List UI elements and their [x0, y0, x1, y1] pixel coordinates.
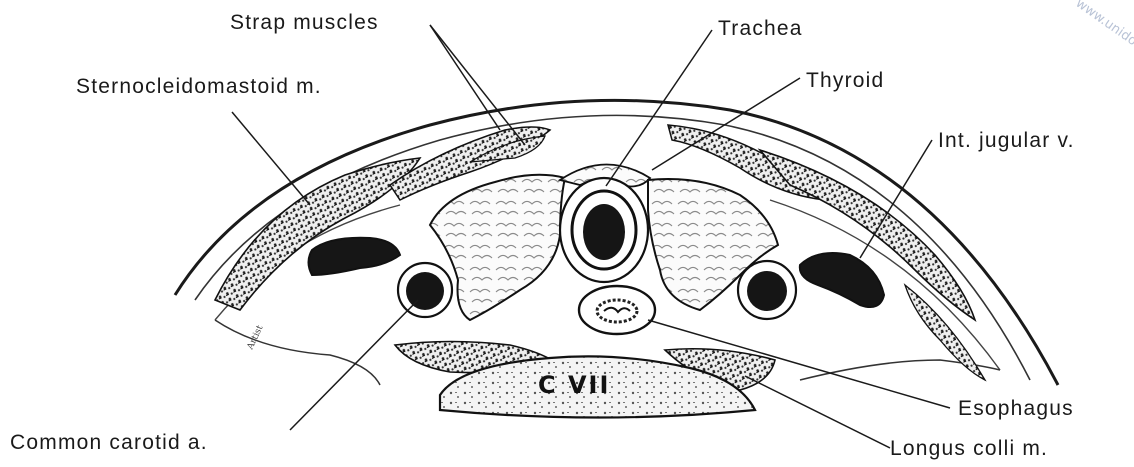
- deep-muscle-right: [905, 285, 985, 380]
- label-longus-colli: Longus colli m.: [890, 438, 1048, 459]
- leader-common-carotid: [290, 300, 418, 430]
- internal-jugular-right: [800, 253, 884, 307]
- common-carotid-left-lumen: [406, 272, 444, 310]
- leader-sternocleidomastoid: [232, 112, 310, 205]
- label-trachea: Trachea: [718, 18, 803, 39]
- common-carotid-right-lumen: [747, 271, 787, 311]
- label-esophagus: Esophagus: [958, 398, 1074, 419]
- vertebra-label: C VII: [538, 371, 610, 399]
- label-int-jugular: Int. jugular v.: [938, 130, 1075, 151]
- leader-strap-muscles-a: [430, 25, 500, 130]
- leader-strap-muscles-b: [430, 25, 525, 145]
- internal-jugular-left: [309, 238, 401, 275]
- label-strap-muscles: Strap muscles: [230, 12, 379, 33]
- label-common-carotid: Common carotid a.: [10, 432, 208, 453]
- sternocleidomastoid-left: [215, 158, 420, 310]
- leader-longus-colli: [745, 376, 890, 448]
- watermark-text: www.unidocs.ir: [1073, 0, 1134, 65]
- label-thyroid: Thyroid: [806, 70, 884, 91]
- leader-trachea: [606, 30, 712, 186]
- label-sternocleidomastoid: Sternocleidomastoid m.: [76, 76, 322, 97]
- neck-floor-left: [215, 320, 380, 385]
- trachea-lumen: [583, 204, 625, 260]
